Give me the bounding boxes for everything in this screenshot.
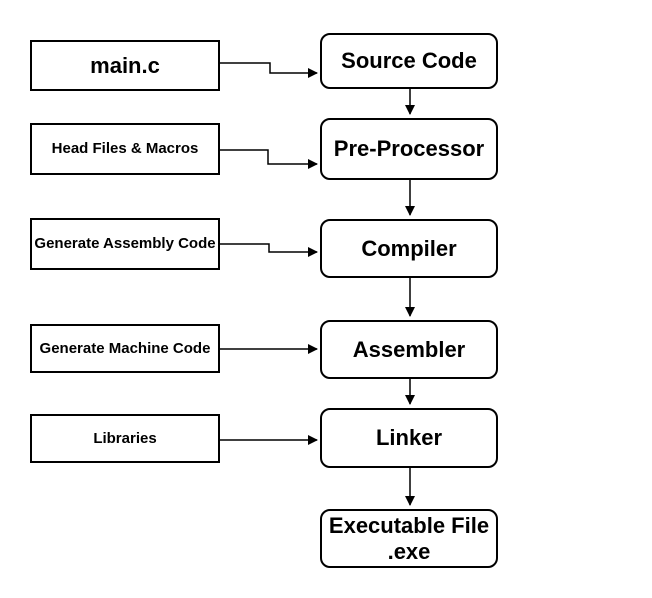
node-main-c-label: main.c xyxy=(90,52,160,78)
node-assembler-label: Assembler xyxy=(352,336,466,362)
node-linker-label: Linker xyxy=(375,425,443,451)
node-compiler-label: Compiler xyxy=(361,235,457,261)
arrow-headfiles-to-preprocessor xyxy=(220,149,318,169)
node-generate-machine-code: Generate Machine Code xyxy=(30,324,220,373)
node-generate-assembly-code: Generate Assembly Code xyxy=(30,218,220,270)
node-pre-processor-label: Pre-Processor xyxy=(333,136,485,162)
node-libraries: Libraries xyxy=(30,414,220,463)
node-source-code: Source Code xyxy=(320,33,498,89)
arrow-mainc-to-sourcecode xyxy=(218,62,318,78)
node-linker: Linker xyxy=(320,408,498,468)
node-compiler: Compiler xyxy=(320,219,498,278)
node-assembler: Assembler xyxy=(320,320,498,379)
arrow-genassembly-to-compiler xyxy=(220,243,318,257)
node-generate-assembly-code-label: Generate Assembly Code xyxy=(34,235,216,253)
node-executable-file: Executable File .exe xyxy=(320,509,498,568)
node-pre-processor: Pre-Processor xyxy=(320,118,498,180)
node-executable-file-label: Executable File xyxy=(328,513,490,539)
node-executable-file-ext-label: .exe xyxy=(387,538,431,564)
node-generate-machine-code-label: Generate Machine Code xyxy=(39,339,211,357)
node-source-code-label: Source Code xyxy=(341,48,477,74)
node-main-c: main.c xyxy=(30,40,220,91)
node-libraries-label: Libraries xyxy=(93,429,157,447)
node-head-files-macros-label: Head Files & Macros xyxy=(51,140,199,158)
node-head-files-macros: Head Files & Macros xyxy=(30,123,220,175)
